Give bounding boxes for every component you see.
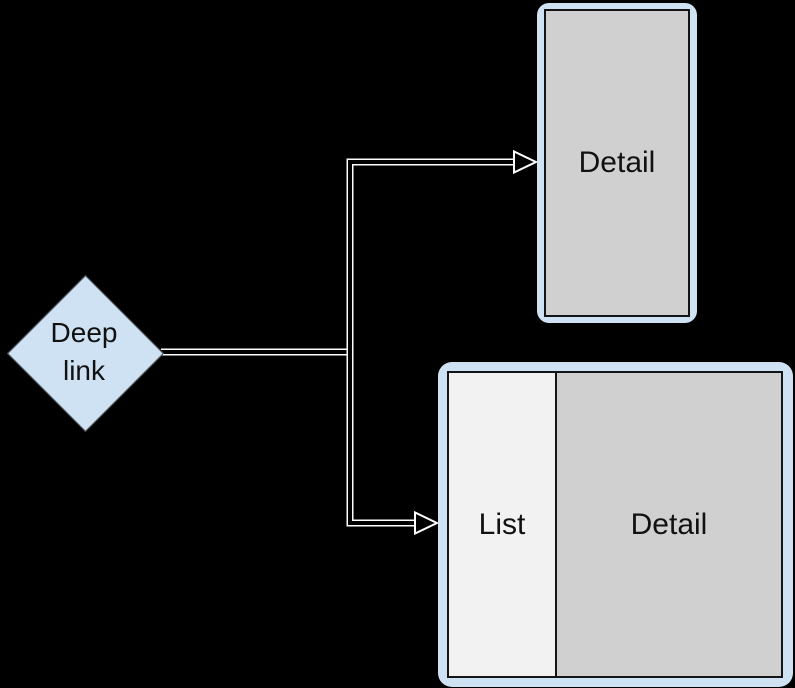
arrowhead-to-list-detail-icon: [414, 510, 440, 536]
list-panel: List: [449, 373, 557, 676]
arrowhead-to-detail-icon: [513, 149, 539, 175]
detail-screen: Detail: [544, 9, 690, 317]
list-panel-label: List: [478, 507, 526, 541]
detail-panel-label: Detail: [630, 507, 708, 541]
deep-link-label: Deep link: [50, 317, 118, 386]
detail-screen-label: Detail: [578, 146, 656, 179]
detail-panel: Detail: [557, 373, 781, 676]
list-detail-frame: List Detail: [438, 362, 793, 687]
detail-phone-frame: Detail: [537, 3, 697, 323]
list-detail-screen: List Detail: [447, 371, 783, 678]
